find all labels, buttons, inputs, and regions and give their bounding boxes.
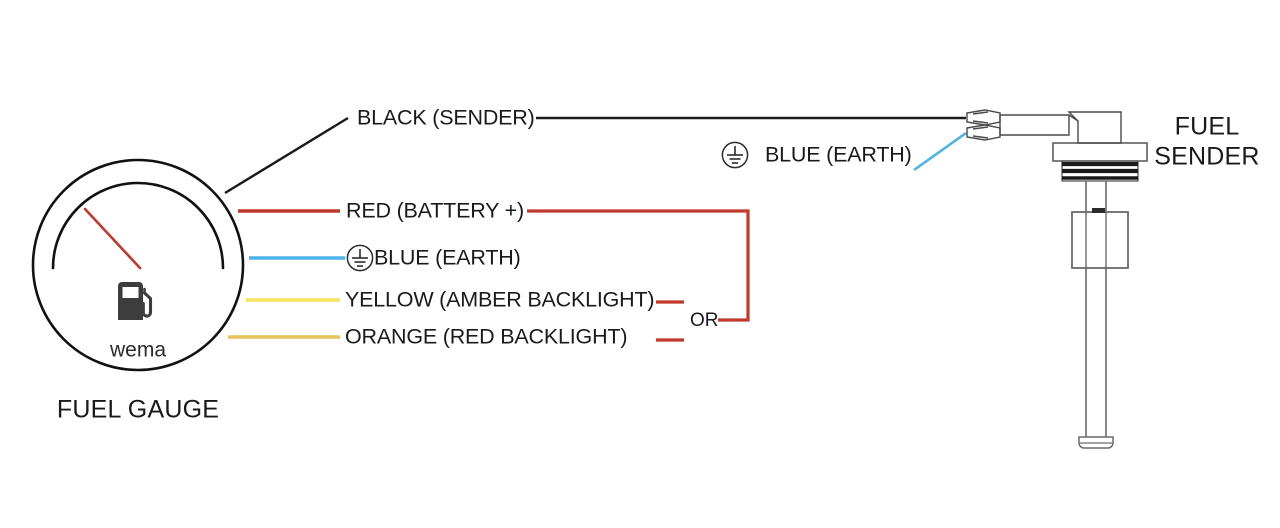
wire-blue-earth-label: BLUE (EARTH) — [374, 246, 521, 270]
wire-yellow-amber-label: YELLOW (AMBER BACKLIGHT) — [345, 288, 654, 312]
wire-red-battery-label: RED (BATTERY +) — [346, 199, 524, 223]
wire-yellow-amber: YELLOW (AMBER BACKLIGHT) — [246, 288, 684, 312]
or-junction-label: OR — [690, 310, 719, 331]
sender-earth-label: BLUE (EARTH) — [765, 143, 912, 167]
sender-terminal-top — [966, 109, 1001, 126]
wire-orange-red-label: ORANGE (RED BACKLIGHT) — [345, 325, 627, 349]
fuel-gauge-group: wema — [31, 158, 245, 372]
sender-connector-bevel — [1068, 114, 1079, 122]
sender-connector-body — [1067, 111, 1122, 144]
earth-ground-icon — [346, 244, 374, 272]
wire-red-battery: RED (BATTERY +) — [238, 199, 750, 322]
gauge-needle — [83, 207, 142, 270]
sender-wire-sheath — [999, 114, 1070, 136]
wire-orange-red: ORANGE (RED BACKLIGHT) — [228, 325, 684, 349]
wire-black-sender: BLACK (SENDER) — [224, 106, 966, 195]
wire-black-sender-lead — [224, 116, 349, 195]
sender-earth-lead — [913, 131, 967, 172]
fuel-sender-title-line1: FUEL — [1175, 113, 1240, 141]
fuel-gauge-title: FUEL GAUGE — [57, 396, 219, 424]
sender-threads — [1061, 160, 1139, 182]
gauge-dial-arc — [51, 181, 225, 270]
sender-float-block — [1071, 208, 1129, 269]
gauge-bezel-circle — [31, 158, 245, 372]
sender-flange — [1052, 142, 1148, 162]
fuel-sender-title-line2: SENDER — [1154, 143, 1259, 171]
gauge-brand-label: wema — [109, 339, 166, 362]
wire-black-sender-label: BLACK (SENDER) — [357, 106, 535, 130]
fuel-pump-icon — [118, 282, 153, 320]
wire-blue-earth-gauge: BLUE (EARTH) — [249, 244, 521, 272]
earth-ground-icon-sender — [721, 141, 749, 169]
sender-earth-group: BLUE (EARTH) — [721, 131, 967, 172]
fuel-sender-group — [966, 109, 1148, 449]
wire-red-battery-run — [527, 209, 750, 322]
sender-tube-end-cap — [1078, 436, 1114, 449]
sender-terminal-bottom — [966, 124, 1001, 141]
